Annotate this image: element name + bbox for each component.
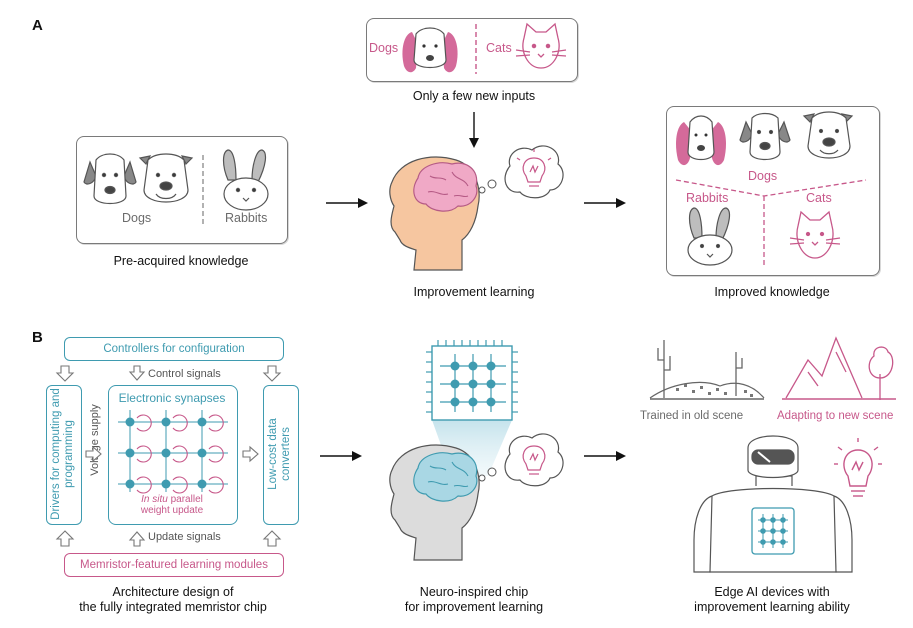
in-situ-italic: In situ xyxy=(141,494,168,505)
memristor-modules-box: Memristor-featured learning modules xyxy=(64,553,284,577)
pre-acquired-caption: Pre-acquired knowledge xyxy=(113,254,249,268)
cat-icon xyxy=(789,210,841,259)
tree-icon xyxy=(868,346,894,400)
new-inputs-box xyxy=(366,18,578,82)
cactus-icon xyxy=(657,340,743,398)
improved-cats-label: Cats xyxy=(806,191,832,205)
arrow-icon xyxy=(55,365,282,547)
arrow-icon xyxy=(584,198,626,208)
control-signals-label: Control signals xyxy=(148,368,221,380)
brain-icon xyxy=(413,452,478,502)
neuro-chip-caption-line2: for improvement learning xyxy=(404,600,544,614)
old-scene-label: Trained in old scene xyxy=(640,410,744,422)
improvement-caption: Improvement learning xyxy=(413,285,535,299)
new-inputs-caption: Only a few new inputs xyxy=(412,89,536,103)
rabbit-icon xyxy=(222,149,269,211)
lightbulb-icon xyxy=(834,438,882,497)
chip-icon xyxy=(751,507,795,555)
synapses-label: Electronic synapses xyxy=(118,391,226,405)
cat-icon xyxy=(515,22,567,69)
panel-a-letter: A xyxy=(32,17,43,34)
neuro-chip-caption: Neuro-inspired chip for improvement lear… xyxy=(376,585,572,615)
synapses-box xyxy=(108,385,238,525)
improved-dogs-label: Dogs xyxy=(748,169,778,183)
dog-icon xyxy=(402,27,458,73)
drivers-box xyxy=(46,385,82,525)
rabbit-icon xyxy=(687,207,733,266)
lightbulb-icon xyxy=(516,149,552,187)
brain-icon xyxy=(413,162,478,212)
edge-ai-caption-line1: Edge AI devices with xyxy=(714,585,830,599)
arrow-icon xyxy=(584,451,626,461)
controllers-box: Controllers for configuration xyxy=(64,337,284,361)
dog-icon xyxy=(739,112,791,161)
dog-icon xyxy=(676,115,726,166)
improved-caption: Improved knowledge xyxy=(714,285,830,299)
neuro-chip-caption-line1: Neuro-inspired chip xyxy=(419,585,529,599)
arrow-icon xyxy=(326,198,368,208)
pre-acquired-dogs-label: Dogs xyxy=(122,211,152,225)
improved-rabbits-label: Rabbits xyxy=(686,191,729,205)
new-inputs-cats-label: Cats xyxy=(486,41,512,55)
new-scene-label: Adapting to new scene xyxy=(777,410,894,422)
dog-icon xyxy=(138,153,194,203)
dog-icon xyxy=(83,153,137,205)
arrow-icon xyxy=(469,112,479,148)
update-signals-label: Update signals xyxy=(148,531,221,543)
architecture-caption-line2: the fully integrated memristor chip xyxy=(79,600,267,614)
mountain-icon xyxy=(785,336,863,399)
panel-b-letter: B xyxy=(32,329,43,346)
architecture-caption-line1: Architecture design of xyxy=(112,585,234,599)
in-situ-label: In situ parallel weight update xyxy=(112,494,232,516)
architecture-caption: Architecture design of the fully integra… xyxy=(56,585,290,615)
lightbulb-icon xyxy=(522,445,546,475)
dog-icon xyxy=(802,111,854,159)
new-inputs-dogs-label: Dogs xyxy=(369,41,399,55)
converters-box xyxy=(263,385,299,525)
in-situ-rest: parallel xyxy=(167,494,203,505)
weight-update-label: weight update xyxy=(140,505,204,516)
edge-ai-caption: Edge AI devices with improvement learnin… xyxy=(660,585,884,615)
pre-acquired-rabbits-label: Rabbits xyxy=(225,211,268,225)
chip-icon xyxy=(426,340,518,421)
edge-ai-caption-line2: improvement learning ability xyxy=(694,600,850,614)
arrow-icon xyxy=(320,451,362,461)
